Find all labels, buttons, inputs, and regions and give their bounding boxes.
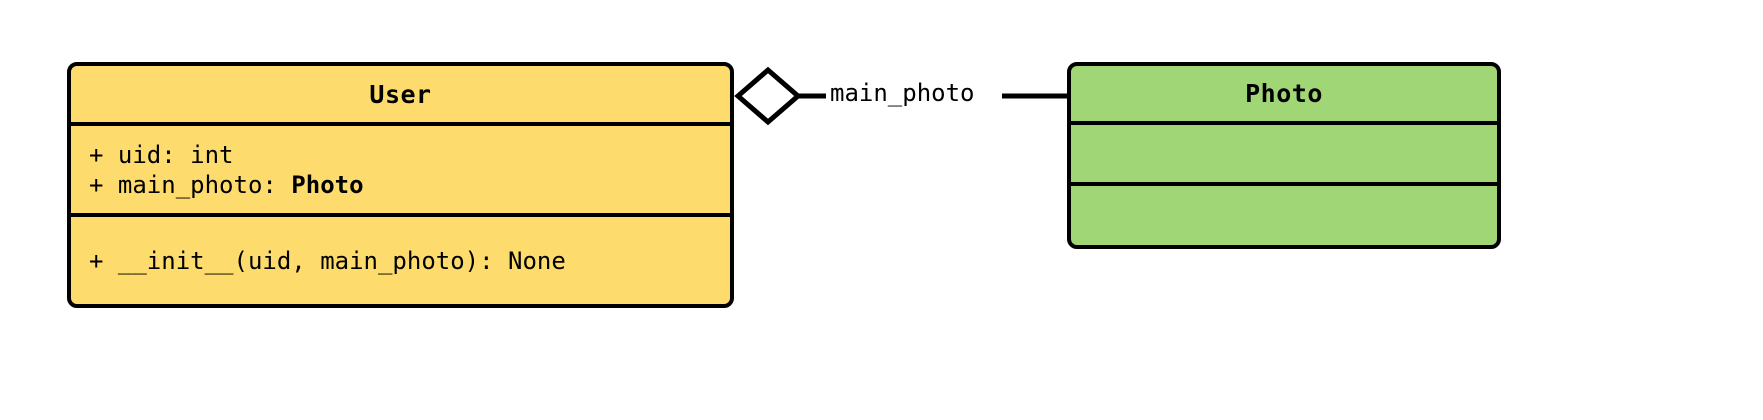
class-attributes-photo: [1071, 121, 1497, 182]
class-methods-photo: [1071, 182, 1497, 245]
attribute-main-photo-type: Photo: [291, 170, 364, 199]
class-title-user: User: [369, 79, 432, 109]
attribute-main-photo: + main_photo: Photo: [89, 170, 730, 200]
aggregation-diamond-icon: [734, 66, 802, 126]
uml-class-photo[interactable]: Photo: [1067, 62, 1501, 249]
class-methods-user: + __init__(uid, main_photo): None: [71, 213, 730, 304]
attribute-main-photo-prefix: + main_photo:: [89, 170, 292, 199]
association-label-main-photo: main_photo: [826, 79, 979, 107]
method-init: + __init__(uid, main_photo): None: [89, 246, 566, 275]
uml-class-user[interactable]: User + uid: int + main_photo: Photo + __…: [67, 62, 734, 308]
class-title-photo: Photo: [1245, 79, 1323, 108]
attribute-uid: + uid: int: [89, 140, 234, 169]
class-attributes-user: + uid: int + main_photo: Photo: [71, 122, 730, 213]
